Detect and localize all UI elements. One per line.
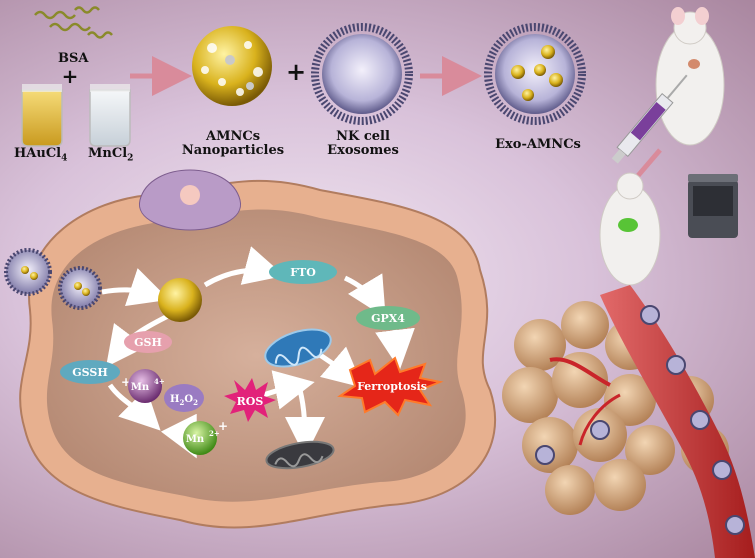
plus-mn: + bbox=[218, 419, 228, 433]
damaged-mitochondria-icon bbox=[265, 440, 335, 470]
gsh-pill: GSH bbox=[124, 331, 172, 353]
nk-exosome-icon bbox=[311, 23, 413, 125]
ros-burst-icon: ROS bbox=[224, 378, 276, 422]
mn2-ion-icon: Mn 2+ bbox=[183, 421, 220, 455]
fto-pill: FTO bbox=[269, 260, 337, 284]
bsa-protein-icon bbox=[34, 6, 113, 39]
svg-text:Ferroptosis: Ferroptosis bbox=[357, 380, 427, 393]
svg-text:Mn: Mn bbox=[131, 382, 150, 393]
healthy-mitochondria-icon bbox=[264, 328, 332, 368]
imaging-device-icon bbox=[688, 174, 738, 238]
in-vivo-graphic bbox=[599, 7, 738, 286]
gssh-pill: GSSH bbox=[60, 360, 120, 384]
h2o2-molecule-icon: H2O2 bbox=[164, 384, 204, 412]
svg-text:4+: 4+ bbox=[154, 377, 165, 386]
incoming-exosome-icon bbox=[4, 248, 102, 310]
bsa-label: BSA bbox=[58, 51, 89, 66]
syringe-icon bbox=[611, 74, 688, 164]
amnc-in-cell-icon bbox=[158, 278, 202, 322]
svg-text:Mn: Mn bbox=[186, 434, 205, 445]
tumor-graphic bbox=[502, 285, 755, 558]
svg-text:H2O2: H2O2 bbox=[170, 394, 198, 407]
cell-graphic: FTO GPX4 GSH GSSH + Mn 4+ H2O2 Mn 2+ + R… bbox=[4, 169, 496, 529]
mncl2-label: MnCl2 bbox=[88, 146, 134, 164]
svg-text:GSH: GSH bbox=[134, 336, 162, 349]
svg-text:ROS: ROS bbox=[237, 395, 264, 408]
exo-amncs-label: Exo-AMNCs bbox=[495, 137, 581, 152]
synthesis-graphic bbox=[21, 6, 586, 147]
mouse-icon bbox=[655, 7, 725, 146]
ferroptosis-burst-icon: Ferroptosis bbox=[337, 356, 444, 417]
mn4-ion-icon: Mn 4+ bbox=[128, 369, 165, 403]
haucl4-label: HAuCl4 bbox=[14, 146, 68, 164]
gpx4-pill: GPX4 bbox=[356, 306, 420, 330]
svg-text:GPX4: GPX4 bbox=[371, 312, 405, 325]
mouse-icon-2 bbox=[599, 172, 661, 286]
haucl4-beaker-icon bbox=[21, 84, 63, 147]
plus-sign-2: + bbox=[286, 57, 307, 86]
circulating-exosome-icon bbox=[535, 305, 745, 535]
amnc-nanoparticle-icon bbox=[192, 26, 272, 106]
plus-gssh: + bbox=[121, 375, 131, 389]
blood-vessel-icon bbox=[549, 285, 755, 558]
nucleus-icon bbox=[139, 169, 241, 231]
exo-amnc-icon bbox=[484, 23, 586, 125]
plus-sign: + bbox=[61, 64, 79, 88]
svg-text:GSSH: GSSH bbox=[72, 366, 107, 379]
svg-text:FTO: FTO bbox=[290, 266, 316, 279]
mncl2-beaker-icon bbox=[89, 84, 131, 147]
svg-text:2+: 2+ bbox=[209, 429, 220, 438]
